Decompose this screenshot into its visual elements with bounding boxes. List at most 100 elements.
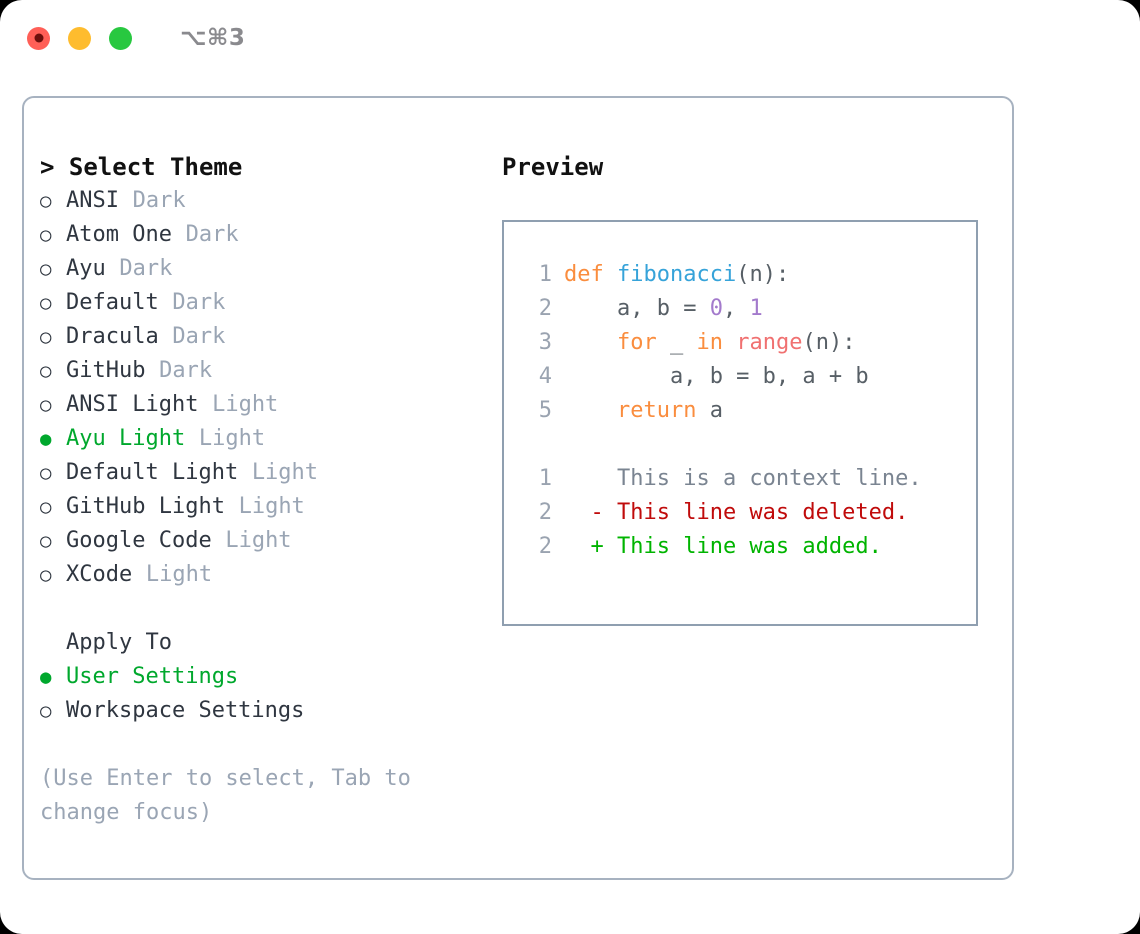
token-num: 1 xyxy=(749,296,763,321)
token-kw: for xyxy=(616,330,657,355)
preview-heading: Preview xyxy=(502,153,604,181)
theme-option-label: GitHub Light xyxy=(66,494,225,519)
radio-unselected-icon: ○ xyxy=(40,564,52,586)
theme-option-2[interactable]: ○ Ayu Dark xyxy=(40,252,494,286)
theme-option-variant: Light xyxy=(238,494,305,519)
theme-option-5[interactable]: ○ GitHub Dark xyxy=(40,354,494,388)
radio-selected-icon: ● xyxy=(40,428,52,450)
token-kw: def xyxy=(564,262,617,287)
radio-unselected-icon: ○ xyxy=(40,292,52,314)
code-line-0: 1 def fibonacci(n): xyxy=(522,258,976,292)
theme-option-variant: Light xyxy=(251,460,319,485)
token-pl xyxy=(564,398,617,423)
token-pl: (n): xyxy=(802,330,856,355)
apply-to-option-list[interactable]: ●User Settings○Workspace Settings xyxy=(40,660,494,728)
line-number: 2 xyxy=(538,296,552,321)
token-pl: , xyxy=(722,296,750,321)
theme-option-label: Default Light xyxy=(66,460,239,485)
diff-line-content: This is a context line. xyxy=(564,466,922,491)
theme-option-label: ANSI xyxy=(66,188,119,213)
token-kw: return xyxy=(616,398,697,423)
theme-option-label: Default xyxy=(66,290,159,315)
theme-option-label: Google Code xyxy=(66,528,212,553)
code-line-content: a, b = 0, 1 xyxy=(564,292,763,326)
token-pl: a, b = b, a + b xyxy=(564,364,869,389)
radio-unselected-icon: ○ xyxy=(40,190,52,212)
theme-option-label: XCode xyxy=(66,562,133,587)
line-number: 1 xyxy=(538,466,552,491)
theme-option-variant: Dark xyxy=(185,222,239,247)
apply-to-option-label: User Settings xyxy=(66,664,239,689)
diff-line-content: + This line was added. xyxy=(564,534,882,559)
theme-option-0[interactable]: ○ ANSI Dark xyxy=(40,184,494,218)
radio-unselected-icon: ○ xyxy=(40,258,52,280)
line-number: 2 xyxy=(538,534,552,559)
token-pl: a xyxy=(696,398,723,423)
maximize-button[interactable] xyxy=(109,26,132,50)
line-number: 3 xyxy=(538,330,552,355)
diff-line-1: 2 - This line was deleted. xyxy=(522,496,976,530)
preview-spacer xyxy=(522,428,976,462)
close-button[interactable] xyxy=(27,26,50,50)
keyboard-shortcut-label: ⌥⌘3 xyxy=(180,25,246,51)
radio-unselected-icon: ○ xyxy=(40,360,52,382)
token-pl: _ xyxy=(656,330,697,355)
theme-option-variant: Dark xyxy=(159,358,213,383)
theme-option-3[interactable]: ○ Default Dark xyxy=(40,286,494,320)
diff-line-0: 1 This is a context line. xyxy=(522,462,976,496)
theme-option-8[interactable]: ○ Default Light Light xyxy=(40,456,494,490)
line-number: 1 xyxy=(538,262,552,287)
theme-option-variant: Light xyxy=(225,528,292,553)
apply-to-option-1[interactable]: ○Workspace Settings xyxy=(40,694,494,728)
theme-option-variant: Dark xyxy=(119,256,173,281)
token-kw: in xyxy=(696,330,723,355)
theme-option-variant: Dark xyxy=(172,324,226,349)
line-number: 2 xyxy=(538,500,552,525)
theme-option-variant: Dark xyxy=(172,290,226,315)
theme-option-label: Atom One xyxy=(66,222,172,247)
code-line-content: return a xyxy=(564,394,723,428)
theme-option-label: ANSI Light xyxy=(66,392,199,417)
radio-unselected-icon: ○ xyxy=(40,326,52,348)
radio-unselected-icon: ○ xyxy=(40,394,52,416)
theme-option-variant: Dark xyxy=(132,188,186,213)
apply-to-heading: Apply To xyxy=(40,626,494,660)
radio-unselected-icon: ○ xyxy=(40,462,52,484)
apply-to-option-0[interactable]: ●User Settings xyxy=(40,660,494,694)
code-line-4: 5 return a xyxy=(522,394,976,428)
token-pl xyxy=(564,330,617,355)
token-pl xyxy=(723,330,736,355)
theme-option-label: GitHub xyxy=(66,358,146,383)
theme-option-label: Ayu xyxy=(66,256,106,281)
select-theme-heading: > Select Theme xyxy=(40,153,243,181)
diff-sample: 1 This is a context line.2 - This line w… xyxy=(522,462,976,564)
code-line-content: a, b = b, a + b xyxy=(564,360,869,394)
minimize-button[interactable] xyxy=(68,26,91,50)
title-bar: ⌥⌘3 xyxy=(0,0,1140,76)
token-pl: a, b = xyxy=(564,296,710,321)
code-line-2: 3 for _ in range(n): xyxy=(522,326,976,360)
code-line-content: def fibonacci(n): xyxy=(564,258,789,292)
code-line-1: 2 a, b = 0, 1 xyxy=(522,292,976,326)
token-bi: range xyxy=(736,330,803,355)
keyboard-hint-text: (Use Enter to select, Tab to change focu… xyxy=(40,766,411,825)
apply-to-label: Apply To xyxy=(66,630,172,655)
token-num: 0 xyxy=(709,296,723,321)
apply-to-option-label: Workspace Settings xyxy=(66,698,305,723)
token-fn: fibonacci xyxy=(616,262,737,287)
theme-option-label: Ayu Light xyxy=(66,426,186,451)
traffic-lights xyxy=(27,26,132,50)
